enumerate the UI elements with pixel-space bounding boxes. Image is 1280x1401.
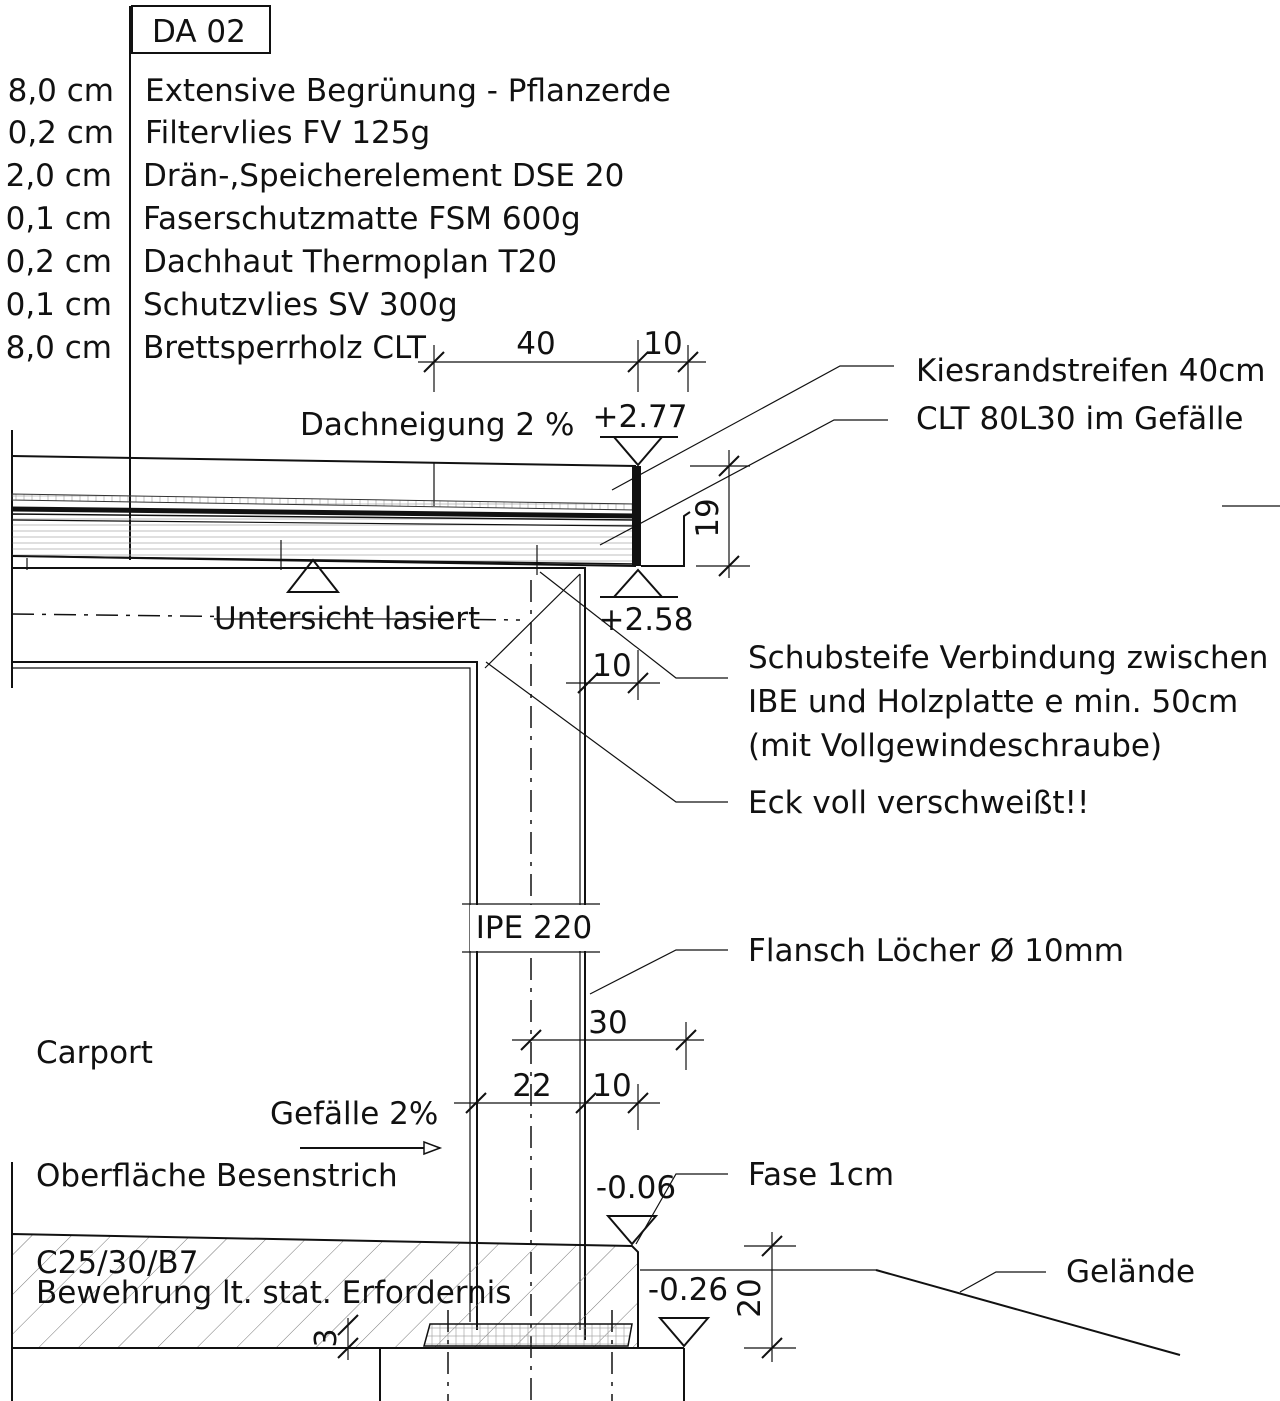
level-roof-bottom: +2.58 — [599, 602, 694, 638]
layer-name: Schutzvlies SV 300g — [143, 287, 458, 323]
layer-thickness: 8,0 cm — [6, 330, 112, 366]
detail-code-box — [131, 5, 271, 54]
frame-inner-edge — [12, 661, 478, 1330]
layer-name: Extensive Begrünung - Pflanzerde — [145, 73, 671, 109]
detail-code: DA 02 — [152, 14, 246, 50]
dim-col-10-top: 10 — [592, 648, 631, 684]
layer-name: Drän-,Speicherelement DSE 20 — [143, 158, 624, 194]
terrain-label: Gelände — [1066, 1254, 1195, 1290]
dim-19: 19 — [690, 498, 726, 537]
flange-leader: Flansch Löcher Ø 10mm — [589, 933, 1124, 995]
terrain-line — [875, 1269, 1181, 1356]
roof-leaders: Kiesrandstreifen 40cm CLT 80L30 im Gefäl… — [599, 353, 1280, 546]
clt-label: CLT 80L30 im Gefälle — [916, 401, 1243, 437]
layer-thickness: 0,1 cm — [6, 201, 112, 237]
level-roof-top: +2.77 — [593, 399, 688, 435]
layer-thickness: 0,1 cm — [6, 287, 112, 323]
roof-buildup: Dachneigung 2 % — [11, 407, 691, 688]
dim-10: 10 — [643, 326, 682, 362]
fascia-flashing — [641, 511, 691, 567]
chamfer-label: Fase 1cm — [748, 1157, 894, 1193]
dim-30: 30 — [588, 1005, 627, 1041]
layer-legend: 8,0 cm Extensive Begrünung - Pflanzerde … — [6, 73, 671, 366]
terrain: Gelände -0.26 — [640, 1254, 1195, 1356]
layer-name: Filtervlies FV 125g — [145, 115, 430, 151]
dim-col-10: 10 — [592, 1068, 631, 1104]
surface-label: Oberfläche Besenstrich — [36, 1158, 398, 1194]
connection-leaders: Schubsteife Verbindung zwischen IBE und … — [485, 571, 1268, 821]
base-plate — [423, 1323, 633, 1347]
layer-name: Faserschutzmatte FSM 600g — [143, 201, 581, 237]
layer-thickness: 2,0 cm — [6, 158, 112, 194]
layer-name: Dachhaut Thermoplan T20 — [143, 244, 557, 280]
gravel-dimension: 40 10 — [418, 326, 706, 392]
layer-name: Brettsperrholz CLT — [143, 330, 427, 366]
dim-3: 3 — [309, 1328, 344, 1347]
level-slab: -0.06 — [596, 1170, 676, 1206]
layer-thickness: 8,0 cm — [8, 73, 114, 109]
frame-outer-edge — [12, 567, 586, 1340]
level-ground: -0.26 — [648, 1272, 728, 1308]
roof-levels: +2.77 +2.58 — [593, 399, 694, 638]
concrete-class: C25/30/B7 — [36, 1245, 198, 1281]
shear-text-3: (mit Vollgewindeschraube) — [748, 728, 1162, 764]
substrate-top — [11, 455, 637, 467]
column-dimensions: 30 22 10 — [454, 1005, 704, 1130]
carport-labels: Carport Gefälle 2% Oberfläche Besenstric… — [36, 1035, 443, 1194]
slope-label: Gefälle 2% — [270, 1096, 438, 1132]
dim-40: 40 — [516, 326, 555, 362]
fascia-dimension: 19 — [690, 450, 750, 578]
layer-thickness: 0,2 cm — [8, 115, 114, 151]
column-top-dimension: 10 — [566, 648, 660, 700]
corner-weld-label: Eck voll verschweißt!! — [748, 785, 1089, 821]
edge-profile — [632, 466, 641, 566]
dim-20: 20 — [732, 1278, 768, 1317]
detail-header: DA 02 — [129, 5, 271, 560]
steel-frame: IPE 220 Untersicht lasiert — [11, 567, 600, 1401]
shear-text-1: Schubsteife Verbindung zwischen — [748, 640, 1268, 676]
reinforcement-label: Bewehrung lt. stat. Erfordernis — [36, 1275, 511, 1311]
slab-hatch — [11, 1232, 639, 1349]
profile-label: IPE 220 — [476, 910, 592, 946]
dim-22: 22 — [512, 1068, 551, 1104]
slab-height-dimension: 20 — [732, 1232, 796, 1362]
carport-label: Carport — [36, 1035, 153, 1071]
layer-thickness: 0,2 cm — [6, 244, 112, 280]
roof-slope-label: Dachneigung 2 % — [300, 407, 574, 443]
concrete-slab: C25/30/B7 Bewehrung lt. stat. Erforderni… — [11, 1162, 685, 1401]
membrane — [11, 506, 637, 519]
flange-holes-label: Flansch Löcher Ø 10mm — [748, 933, 1124, 969]
gravel-strip-label: Kiesrandstreifen 40cm — [916, 353, 1265, 389]
shear-text-2: IBE und Holzplatte e min. 50cm — [748, 684, 1238, 720]
slab-level: -0.06 Fase 1cm — [596, 1157, 894, 1246]
